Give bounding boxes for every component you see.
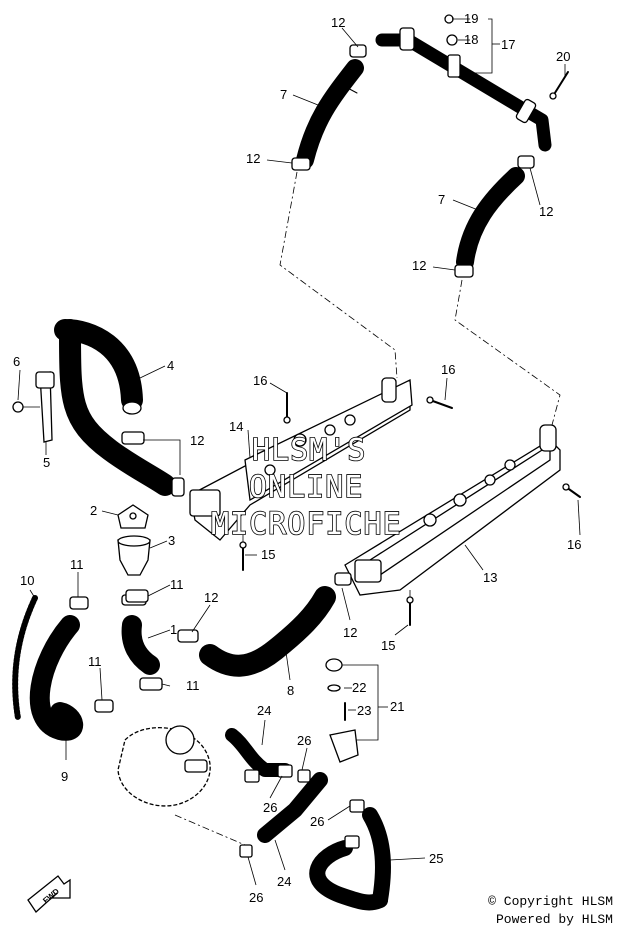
callout-12: 12 [539, 204, 553, 219]
powered-by-text: Powered by HLSM [495, 912, 613, 927]
callout-5: 5 [43, 455, 50, 470]
callout-4: 4 [167, 358, 174, 373]
watermark-line2: ONLINE [249, 470, 363, 505]
callout-9: 9 [61, 769, 68, 784]
callout-16: 16 [567, 537, 581, 552]
fwd-badge: FWD [27, 875, 71, 913]
hose-24-upper [225, 728, 292, 777]
callout-12: 12 [412, 258, 426, 273]
callout-21: 21 [390, 699, 404, 714]
callout-11: 11 [170, 577, 184, 592]
bolt-16-upper [426, 396, 453, 409]
callout-20: 20 [556, 49, 570, 64]
callout-18: 18 [464, 32, 478, 47]
callout-16: 16 [441, 362, 455, 377]
callout-26: 26 [263, 800, 277, 815]
callout-6: 6 [13, 354, 20, 369]
watermark-line1: HLSM'S [252, 433, 366, 468]
hose-9 [29, 615, 84, 741]
copyright-text: © Copyright HLSM [488, 894, 613, 909]
watermark-line3: MICROFICHE [211, 507, 402, 542]
callout-22: 22 [352, 680, 366, 695]
housing-3 [117, 535, 151, 576]
callout-8: 8 [287, 683, 294, 698]
bolts-15 [239, 541, 414, 626]
spring-10 [12, 595, 38, 721]
callout-11: 11 [70, 557, 84, 572]
callout-15: 15 [261, 547, 275, 562]
callout-3: 3 [168, 533, 175, 548]
thermostat-2 [117, 504, 149, 529]
callout-11: 11 [88, 654, 102, 669]
callout-16: 16 [253, 373, 267, 388]
clamps-12 [121, 431, 352, 643]
leader-lines [17, 27, 581, 886]
callout-10: 10 [20, 573, 34, 588]
callout-12: 12 [331, 15, 345, 30]
callout-12: 12 [343, 625, 357, 640]
valve-21 [325, 658, 388, 763]
callout-26: 26 [310, 814, 324, 829]
watermark: HLSM'S ONLINE MICROFICHE [210, 432, 402, 543]
hose-1 [121, 594, 160, 675]
clamps-26 [239, 764, 365, 858]
radiator-14 [189, 377, 413, 541]
callout-17: 17 [501, 37, 515, 52]
hose-4 [54, 319, 176, 496]
callout-15: 15 [381, 638, 395, 653]
water-pump [117, 725, 211, 807]
radiator-13 [344, 424, 561, 596]
hose-7-left [291, 44, 367, 171]
callout-26: 26 [249, 890, 263, 905]
callout-12: 12 [204, 590, 218, 605]
hose-24-lower [257, 772, 328, 843]
upper-pipe-assembly [375, 14, 569, 152]
callout-24: 24 [277, 874, 291, 889]
bolt-16-left [283, 392, 291, 424]
callout-11: 11 [186, 678, 200, 693]
hose-8 [199, 586, 336, 677]
bracket-5 [12, 371, 55, 443]
callout-23: 23 [357, 703, 371, 718]
callout-12: 12 [246, 151, 260, 166]
callout-24: 24 [257, 703, 271, 718]
callout-19: 19 [464, 11, 478, 26]
callout-12: 12 [190, 433, 204, 448]
callout-25: 25 [429, 851, 443, 866]
bolt-16-right [562, 483, 581, 498]
callout-26: 26 [297, 733, 311, 748]
callout-1: 1 [170, 622, 177, 637]
callout-7: 7 [280, 87, 287, 102]
part-numbers: 12 19 18 17 20 7 12 7 12 12 6 4 16 16 14… [13, 11, 581, 905]
callout-13: 13 [483, 570, 497, 585]
callout-7: 7 [438, 192, 445, 207]
clamps-11 [69, 589, 163, 713]
hose-7-right [454, 155, 535, 278]
callout-14: 14 [229, 419, 243, 434]
hose-25 [309, 807, 391, 911]
callout-2: 2 [90, 503, 97, 518]
